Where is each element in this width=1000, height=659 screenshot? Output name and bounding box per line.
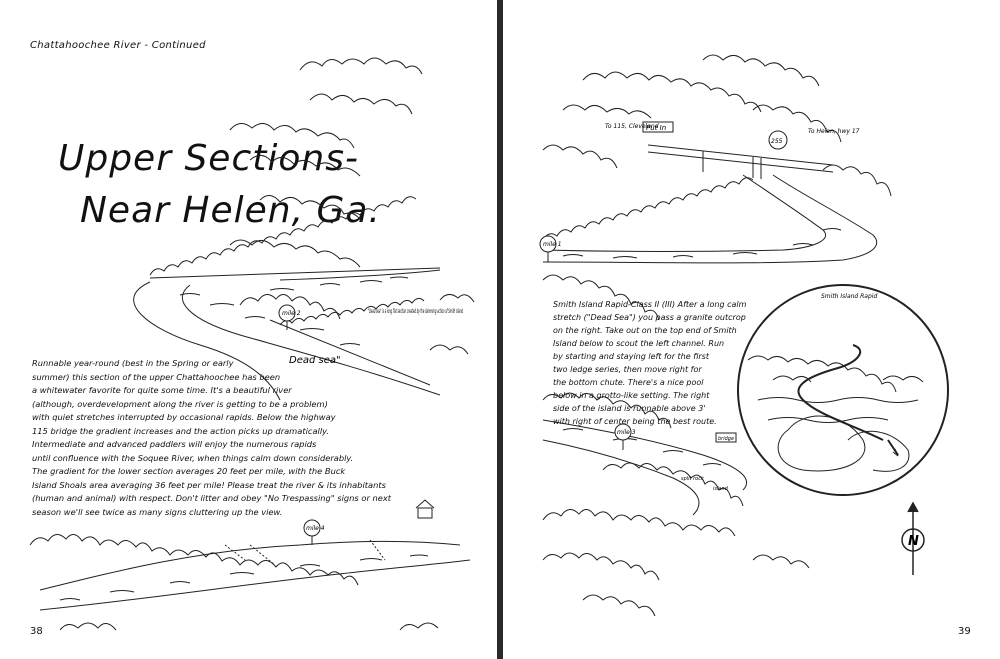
smith-island-inset xyxy=(737,284,949,496)
tree-line-far xyxy=(149,196,417,276)
body-paragraph: Runnable year-round (best in the Spring … xyxy=(32,357,472,519)
right-page: mile 1 mile 3 To 115, Cleveland Put In 2… xyxy=(503,0,1000,659)
body-line: season we'll see twice as many signs clu… xyxy=(32,506,283,517)
dead-sea-label: Dead sea" xyxy=(289,355,341,366)
page-number-left: 38 xyxy=(30,626,43,637)
rapid-line: Smith Island Rapid-Class II (III) After … xyxy=(553,300,747,309)
rapid-line: below in a grotto-like setting. The righ… xyxy=(553,391,710,400)
rapid-line: by starting and staying left for the fir… xyxy=(553,352,709,361)
body-line: The gradient for the lower section avera… xyxy=(32,466,346,476)
body-line: a whitewater favorite for quite some tim… xyxy=(32,385,292,395)
put-in-label: Put In xyxy=(646,124,666,132)
river-bank-bottom xyxy=(39,540,461,591)
page-title-line2: Near Helen, Ga. xyxy=(80,190,381,231)
river-upper xyxy=(542,174,878,264)
to-helen-label: To Helen, hwy 17 xyxy=(808,128,860,135)
inset-label: Smith Island Rapid xyxy=(821,293,877,300)
rapid-line: stretch ("Dead Sea") you pass a granite … xyxy=(553,313,746,322)
split-rock-label: split rock xyxy=(681,476,705,482)
rapid-line: Island below to scout the left channel. … xyxy=(553,339,725,348)
to-115-label: To 115, Cleveland xyxy=(605,123,659,130)
inset-route-line xyxy=(797,344,884,441)
body-line: Island Shoals area averaging 36 feet per… xyxy=(32,479,386,490)
rapid-line: the bottom chute. There's a nice pool xyxy=(553,378,704,387)
body-line: Intermediate and advanced paddlers will … xyxy=(32,439,317,449)
mile1-label: mile 1 xyxy=(543,241,562,248)
rapid-line: with right of center being the best rout… xyxy=(553,417,717,426)
body-line: (human and animal) with respect. Don't l… xyxy=(32,493,392,503)
mile3-label: mile 3 xyxy=(617,429,636,436)
rapid-line: side of the island is runnable above 3' xyxy=(553,404,706,413)
river-bank-lower xyxy=(133,281,281,401)
rapid-description: Smith Island Rapid-Class II (III) After … xyxy=(553,298,853,428)
river-lower xyxy=(542,419,748,491)
book-gutter xyxy=(497,0,503,659)
running-head: Chattahoochee River - Continued xyxy=(30,40,206,51)
compass-n: N xyxy=(908,534,919,549)
body-line: summer) this section of the upper Chatta… xyxy=(32,371,281,382)
tree-clouds-top xyxy=(299,57,423,75)
route-255-label: 255 xyxy=(771,138,783,145)
page-number-right: 39 xyxy=(958,626,971,637)
body-line: 115 bridge the gradient increases and th… xyxy=(32,425,330,436)
island-label: island xyxy=(713,486,729,492)
body-line: with quiet stretches interrupted by occa… xyxy=(32,412,336,422)
page-title-line1: Upper Sections- xyxy=(58,138,359,179)
body-line: (although, overdevelopment along the riv… xyxy=(32,398,328,409)
right-river-illustration: mile 1 mile 3 To 115, Cleveland Put In 2… xyxy=(539,54,949,617)
river-bank-upper xyxy=(181,284,441,396)
bridge-sign-label: bridge xyxy=(718,436,734,442)
body-line: until confluence with the Soquee River, … xyxy=(32,452,354,463)
rapid-line: two ledge series, then move right for xyxy=(553,365,702,374)
left-river-illustration: mile 2 mile 4 Dead sea" "Dead sea" is a … xyxy=(29,57,475,631)
mile4-label: mile 4 xyxy=(306,525,325,532)
compass-icon xyxy=(901,501,925,575)
dead-sea-note-text: "Dead sea" is a long flat section create… xyxy=(368,308,463,315)
body-line: Runnable year-round (best in the Spring … xyxy=(32,358,234,368)
highway-bridge xyxy=(647,144,834,179)
left-page: Chattahoochee River - Continued Upper Se… xyxy=(0,0,497,659)
rapid-line: on the right. Take out on the top end of… xyxy=(553,326,737,335)
mile2-label: mile 2 xyxy=(282,310,301,317)
dead-sea-note: "Dead sea" is a long flat section create… xyxy=(368,308,463,315)
